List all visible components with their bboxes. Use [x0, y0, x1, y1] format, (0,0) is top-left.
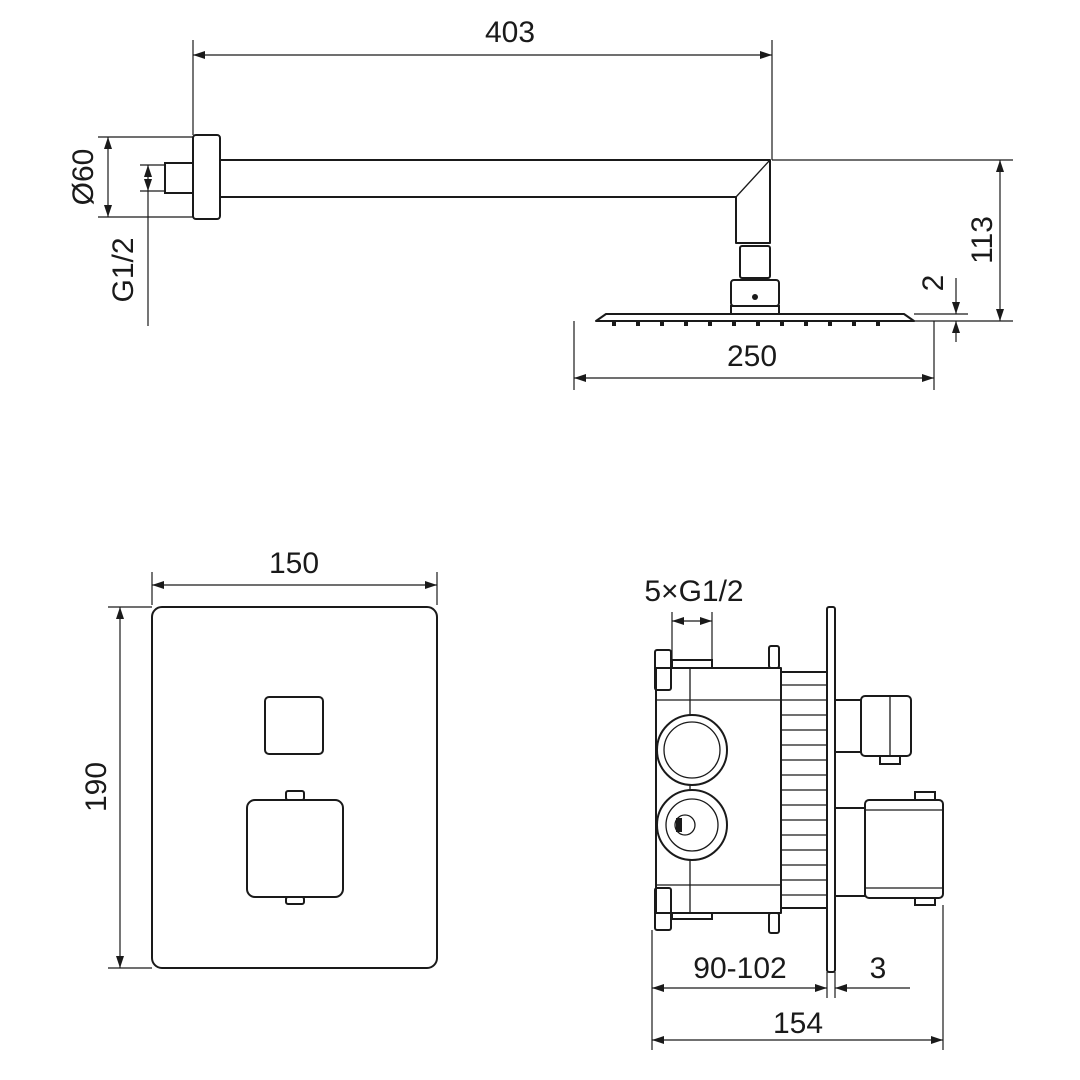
diverter-spindle [860, 695, 912, 757]
flange-diameter-label: Ø60 [67, 149, 100, 206]
dimension-faceplate-width: 150 [151, 547, 438, 605]
faceplate-height-label: 190 [80, 762, 113, 812]
plate-thickness-label: 3 [870, 952, 887, 985]
dimension-drop-height: 113 [772, 159, 1013, 322]
faceplate-view: 150 190 [80, 547, 438, 969]
dimension-install-depth: 90-102 [651, 930, 828, 1050]
dimension-flange-diameter: Ø60 [67, 136, 193, 218]
dimension-thread: G1/2 [107, 164, 165, 326]
thread-stub [164, 162, 194, 194]
shower-head [595, 313, 915, 322]
head-thickness-label: 2 [917, 275, 950, 292]
faceplate [151, 606, 438, 969]
arm-length-label: 403 [485, 16, 535, 49]
valve-housing [655, 667, 782, 914]
head-connector [730, 279, 780, 307]
thread-label: G1/2 [107, 237, 140, 302]
dimension-head-width: 250 [573, 321, 935, 390]
drop-height-label: 113 [966, 216, 999, 264]
thermostat-spindle [864, 799, 944, 899]
diverter-button [264, 696, 324, 755]
total-depth-label: 154 [773, 1007, 823, 1040]
valve-body-view: 5×G1/2 90-102 3 154 [644, 575, 944, 1050]
port-lower [656, 789, 728, 861]
thermostat-handle [246, 799, 344, 898]
dimension-head-thickness: 2 [914, 275, 968, 342]
faceplate-width-label: 150 [269, 547, 319, 580]
ports-label: 5×G1/2 [644, 575, 743, 608]
shower-nozzles [612, 321, 880, 326]
ribbed-cartridge [780, 671, 830, 909]
mounting-plate [826, 606, 836, 973]
ball-joint [739, 245, 771, 279]
port-upper [656, 714, 728, 786]
arm-tube [219, 159, 771, 244]
shower-arm-view: 403 Ø60 G1/2 113 2 [67, 16, 1013, 390]
install-depth-label: 90-102 [693, 952, 786, 985]
dimension-arm-length: 403 [192, 16, 773, 160]
dimension-total-depth: 154 [652, 905, 944, 1050]
dimension-ports: 5×G1/2 [644, 575, 744, 660]
head-width-label: 250 [727, 340, 777, 373]
wall-flange [192, 134, 221, 220]
dimension-plate-thickness: 3 [834, 952, 910, 998]
dimension-faceplate-height: 190 [80, 606, 152, 969]
